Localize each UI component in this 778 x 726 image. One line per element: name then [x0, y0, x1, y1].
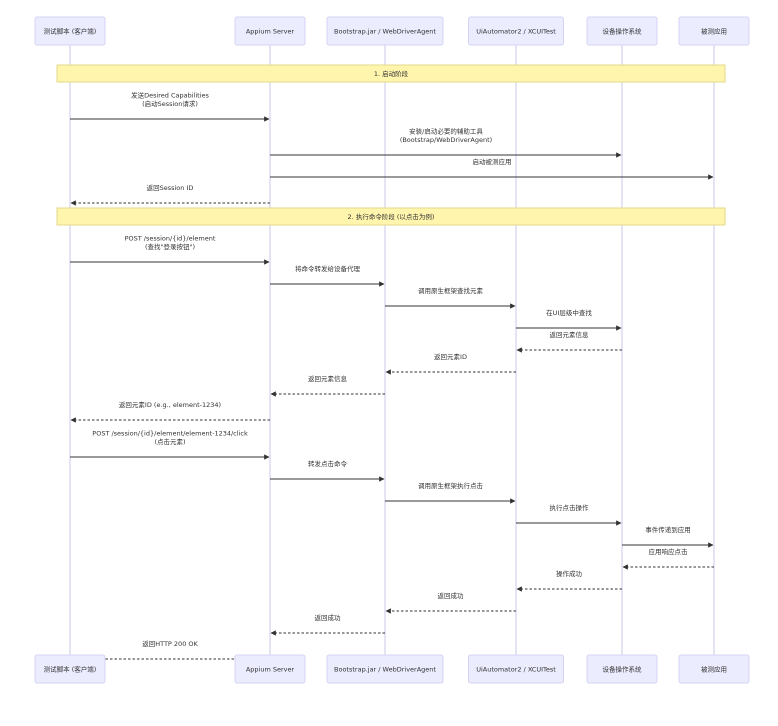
actor-label: 测试脚本 (客户端)	[44, 665, 97, 674]
message-label: (Bootstrap/WebDriverAgent)	[400, 136, 492, 144]
message-label: 转发点击命令	[308, 459, 348, 468]
message-label: 在UI层级中查找	[546, 308, 592, 317]
message-label: 调用原生框架查找元素	[418, 286, 484, 295]
actor-top-app: 被测应用	[678, 16, 750, 46]
phase-note-1: 1. 启动阶段	[56, 64, 726, 83]
message-11: 返回元素信息	[270, 374, 385, 397]
message-label: 启动被测应用	[473, 157, 512, 166]
message-label: 返回元素信息	[550, 330, 590, 339]
actor-top-appium: Appium Server	[234, 16, 306, 46]
message-label: 返回Session ID	[147, 184, 194, 192]
message-label: 返回HTTP 200 OK	[142, 640, 198, 648]
message-12: 返回元素ID (e.g., element-1234)	[70, 400, 270, 423]
actor-top-bootstrap: Bootstrap.jar / WebDriverAgent	[326, 16, 444, 46]
actor-box	[586, 654, 658, 684]
message-3: 启动被测应用	[270, 157, 714, 180]
actor-box	[678, 654, 750, 684]
message-label: 返回元素信息	[308, 374, 348, 383]
phase-note-box	[56, 64, 726, 83]
message-label: 发送Desired Capabilities	[131, 91, 209, 100]
message-label: POST /session/{id}/element	[125, 235, 216, 243]
message-label: (点击元素)	[154, 437, 185, 446]
message-label: 事件传递到应用	[645, 525, 691, 534]
message-label: (查找"登录按钮")	[145, 242, 195, 251]
message-label: 调用原生框架执行点击	[418, 481, 484, 490]
message-8: 在UI层级中查找	[516, 308, 622, 331]
actor-label: 设备操作系统	[603, 27, 643, 36]
message-label: POST /session/{id}/element/element-1234/…	[92, 430, 248, 438]
actor-label: Bootstrap.jar / WebDriverAgent	[334, 28, 436, 36]
message-label: 返回元素ID	[434, 352, 467, 361]
message-label: 返回成功	[315, 613, 342, 622]
message-15: 调用原生框架执行点击	[385, 481, 516, 504]
actor-label: Bootstrap.jar / WebDriverAgent	[334, 666, 436, 674]
message-7: 调用原生框架查找元素	[385, 286, 516, 309]
actor-bottom-app: 被测应用	[678, 654, 750, 684]
actor-label: Appium Server	[246, 28, 295, 36]
actor-bottom-appium: Appium Server	[234, 654, 306, 684]
message-label: 应用响应点击	[649, 547, 689, 556]
actor-box	[234, 654, 306, 684]
actor-bottom-client: 测试脚本 (客户端)	[34, 654, 106, 684]
message-20: 返回成功	[385, 591, 516, 614]
message-14: 转发点击命令	[270, 459, 385, 482]
actor-box	[34, 16, 106, 46]
message-label: 操作成功	[556, 569, 583, 578]
actor-bottom-os: 设备操作系统	[586, 654, 658, 684]
actor-box	[326, 654, 444, 684]
phase-note-label: 2. 执行命令阶段 (以点击为例)	[348, 212, 435, 221]
message-18: 应用响应点击	[622, 547, 714, 570]
message-label: (启动Session请求)	[142, 99, 198, 108]
message-16: 执行点击操作	[516, 503, 622, 526]
message-2: 安装/启动必要的辅助工具(Bootstrap/WebDriverAgent)	[270, 127, 622, 158]
actor-label: 测试脚本 (客户端)	[44, 27, 97, 36]
actor-label: 被测应用	[701, 665, 727, 674]
actor-top-os: 设备操作系统	[586, 16, 658, 46]
actor-box	[234, 16, 306, 46]
message-1: 发送Desired Capabilities(启动Session请求)	[70, 91, 270, 122]
actor-label: UiAutomator2 / XCUITest	[476, 28, 556, 36]
actor-box	[586, 16, 658, 46]
phase-note-box	[56, 207, 726, 226]
actor-top-client: 测试脚本 (客户端)	[34, 16, 106, 46]
message-5: POST /session/{id}/element(查找"登录按钮")	[70, 235, 270, 265]
actor-box	[468, 654, 564, 684]
message-9: 返回元素信息	[516, 330, 622, 353]
actor-bottom-uiautomator: UiAutomator2 / XCUITest	[468, 654, 564, 684]
message-10: 返回元素ID	[385, 352, 516, 375]
phase-note-label: 1. 启动阶段	[374, 69, 409, 78]
phase-note-2: 2. 执行命令阶段 (以点击为例)	[56, 207, 726, 226]
message-label: 将命令转发给设备代理	[295, 264, 361, 273]
message-4: 返回Session ID	[70, 184, 270, 206]
actor-box	[326, 16, 444, 46]
actor-label: Appium Server	[246, 666, 295, 674]
message-17: 事件传递到应用	[622, 525, 714, 548]
actor-bottom-bootstrap: Bootstrap.jar / WebDriverAgent	[326, 654, 444, 684]
message-19: 操作成功	[516, 569, 622, 592]
actor-box	[468, 16, 564, 46]
actor-label: 被测应用	[701, 27, 727, 36]
message-label: 执行点击操作	[550, 503, 590, 512]
actor-label: UiAutomator2 / XCUITest	[476, 666, 556, 674]
message-6: 将命令转发给设备代理	[270, 264, 385, 287]
actor-box	[34, 654, 106, 684]
message-13: POST /session/{id}/element/element-1234/…	[70, 430, 270, 460]
message-label: 安装/启动必要的辅助工具	[409, 127, 483, 136]
message-label: 返回元素ID (e.g., element-1234)	[119, 400, 221, 409]
actor-box	[678, 16, 750, 46]
message-label: 返回成功	[438, 591, 465, 600]
actor-top-uiautomator: UiAutomator2 / XCUITest	[468, 16, 564, 46]
message-21: 返回成功	[270, 613, 385, 636]
actor-label: 设备操作系统	[603, 665, 643, 674]
